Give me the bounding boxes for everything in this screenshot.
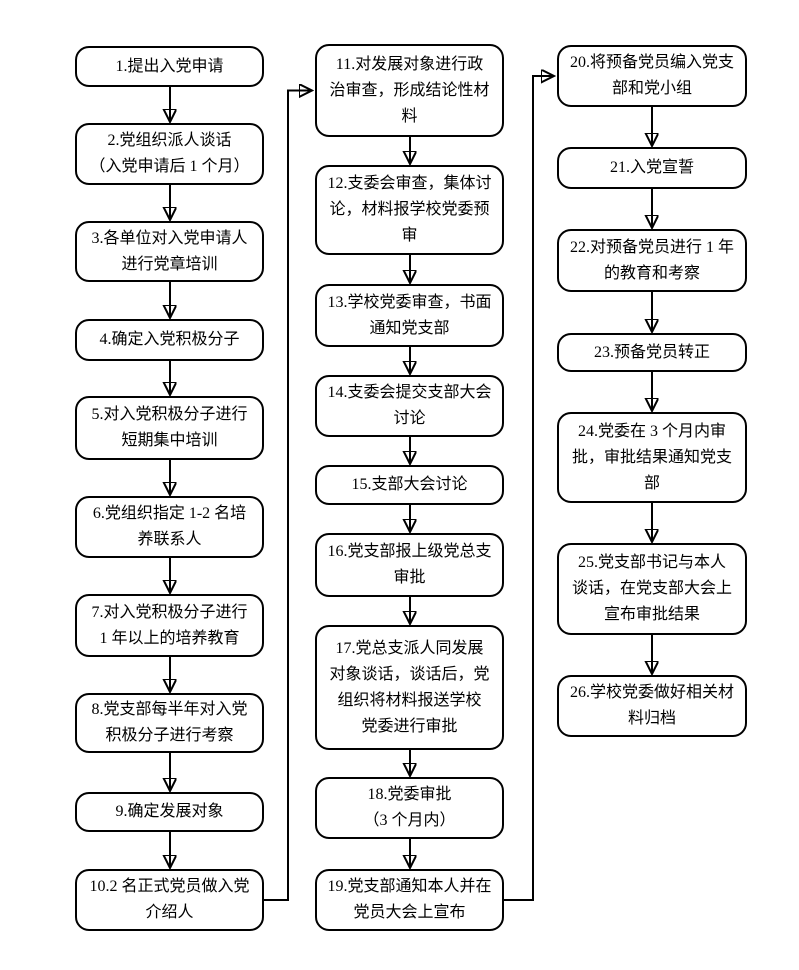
flow-step-9: 9.确定发展对象 — [75, 792, 264, 832]
flow-step-25-label: 25.党支部书记与本人 谈话，在党支部大会上 宣布审批结果 — [571, 554, 732, 623]
flow-step-7: 7.对入党积极分子进行 1 年以上的培养教育 — [75, 594, 264, 657]
flow-step-13: 13.学校党委审查，书面 通知党支部 — [315, 284, 504, 347]
flow-step-6: 6.党组织指定 1-2 名培 养联系人 — [75, 496, 264, 558]
flow-step-17: 17.党总支派人同发展 对象谈话，谈话后，党 组织将材料报送学校 党委进行审批 — [315, 625, 504, 750]
flow-step-4-label: 4.确定入党积极分子 — [99, 331, 240, 348]
flow-step-18-label: 18.党委审批 （3 个月内） — [363, 786, 456, 829]
connector-step19-to-step20 — [504, 76, 553, 901]
flow-step-1: 1.提出入党申请 — [75, 46, 264, 87]
flow-step-23: 23.预备党员转正 — [557, 333, 747, 372]
flow-step-14-label: 14.支委会提交支部大会 讨论 — [327, 384, 492, 427]
flow-step-17-label: 17.党总支派人同发展 对象谈话，谈话后，党 组织将材料报送学校 党委进行审批 — [329, 639, 490, 735]
flow-step-10-label: 10.2 名正式党员做入党 介绍人 — [89, 878, 250, 921]
flow-step-26-label: 26.学校党委做好相关材 料归档 — [569, 684, 734, 727]
flow-step-24-label: 24.党委在 3 个月内审 批，审批结果通知党支 部 — [571, 422, 732, 492]
flow-step-3-label: 3.各单位对入党申请人 进行党章培训 — [91, 229, 248, 273]
flow-step-20-label: 20.将预备党员编入党支 部和党小组 — [569, 54, 734, 97]
flow-step-5-label: 5.对入党积极分子进行 短期集中培训 — [91, 406, 248, 449]
connector-step10-to-step11 — [264, 91, 311, 901]
flow-step-24: 24.党委在 3 个月内审 批，审批结果通知党支 部 — [557, 412, 747, 503]
flow-step-1-label: 1.提出入党申请 — [115, 57, 224, 75]
flow-step-26: 26.学校党委做好相关材 料归档 — [557, 675, 747, 737]
flow-step-2: 2.党组织派人谈话 （入党申请后 1 个月） — [75, 123, 264, 185]
flow-step-15: 15.支部大会讨论 — [315, 465, 504, 505]
flow-step-15-label: 15.支部大会讨论 — [351, 476, 468, 493]
flow-step-5: 5.对入党积极分子进行 短期集中培训 — [75, 396, 264, 460]
flow-step-13-label: 13.学校党委审查，书面 通知党支部 — [327, 293, 492, 337]
flow-step-19: 19.党支部通知本人并在 党员大会上宣布 — [315, 869, 504, 931]
flow-step-23-label: 23.预备党员转正 — [593, 343, 710, 361]
flow-step-16-label: 16.党支部报上级党总支 审批 — [327, 543, 492, 586]
flow-step-21: 21.入党宣誓 — [557, 147, 747, 189]
flow-step-18: 18.党委审批 （3 个月内） — [315, 777, 504, 839]
flow-step-6-label: 6.党组织指定 1-2 名培 养联系人 — [92, 505, 247, 548]
flow-step-9-label: 9.确定发展对象 — [115, 803, 224, 820]
flow-step-2-label: 2.党组织派人谈话 （入党申请后 1 个月） — [89, 132, 250, 175]
flow-step-8: 8.党支部每半年对入党 积极分子进行考察 — [75, 693, 264, 753]
flow-step-4: 4.确定入党积极分子 — [75, 319, 264, 361]
flow-step-11: 11.对发展对象进行政 治审查，形成结论性材 料 — [315, 44, 504, 137]
flow-step-12-label: 12.支委会审查，集体讨 论，材料报学校党委预 审 — [327, 175, 492, 244]
flow-step-20: 20.将预备党员编入党支 部和党小组 — [557, 45, 747, 107]
flow-step-25: 25.党支部书记与本人 谈话，在党支部大会上 宣布审批结果 — [557, 543, 747, 635]
flow-step-12: 12.支委会审查，集体讨 论，材料报学校党委预 审 — [315, 165, 504, 255]
flow-step-10: 10.2 名正式党员做入党 介绍人 — [75, 869, 264, 931]
flow-step-11-label: 11.对发展对象进行政 治审查，形成结论性材 料 — [329, 55, 490, 125]
flow-step-22-label: 22.对预备党员进行 1 年 的教育和考察 — [569, 238, 734, 282]
flow-step-16: 16.党支部报上级党总支 审批 — [315, 533, 504, 597]
flow-step-7-label: 7.对入党积极分子进行 1 年以上的培养教育 — [91, 603, 248, 647]
flow-step-14: 14.支委会提交支部大会 讨论 — [315, 375, 504, 437]
flow-step-22: 22.对预备党员进行 1 年 的教育和考察 — [557, 229, 747, 292]
flow-step-3: 3.各单位对入党申请人 进行党章培训 — [75, 221, 264, 282]
flow-step-19-label: 19.党支部通知本人并在 党员大会上宣布 — [327, 878, 492, 921]
flow-step-8-label: 8.党支部每半年对入党 积极分子进行考察 — [91, 701, 248, 744]
flow-step-21-label: 21.入党宣誓 — [609, 159, 694, 176]
